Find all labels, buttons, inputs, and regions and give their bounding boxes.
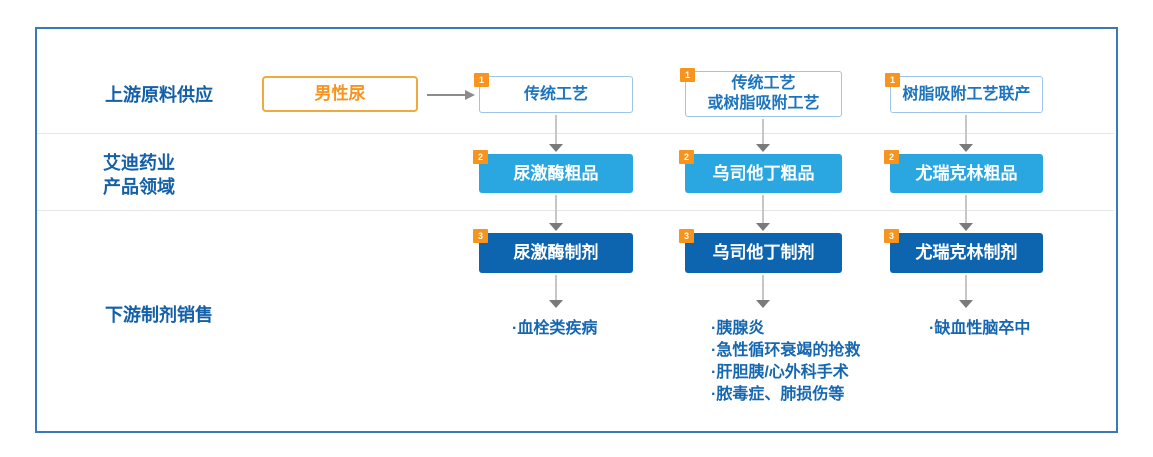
row-label-company-line2: 产品领域 bbox=[103, 177, 175, 197]
crude-label: 尤瑞克林粗品 bbox=[915, 163, 1018, 183]
arrow-down-icon bbox=[549, 275, 563, 308]
formulation-box-kallidinogenase: 3 尤瑞克林制剂 bbox=[884, 229, 1043, 273]
formulation-box-ulinastatin: 3 乌司他丁制剂 bbox=[679, 229, 842, 273]
step-badge-2: 2 bbox=[473, 150, 488, 164]
indication-list-kallidinogenase: ·缺血性脑卒中 bbox=[929, 318, 1030, 340]
row-label-downstream: 下游制剂销售 bbox=[105, 305, 213, 325]
row-label-company: 艾迪药业 产品领域 bbox=[103, 151, 175, 199]
indication-item: ·胰腺炎 bbox=[711, 320, 765, 337]
indication-item: ·肝胆胰/心外科手术 bbox=[711, 364, 849, 381]
step-badge-3: 3 bbox=[473, 229, 488, 243]
arrow-down-icon bbox=[549, 115, 563, 152]
step-badge-3: 3 bbox=[679, 229, 694, 243]
arrow-down-icon bbox=[756, 195, 770, 231]
crude-label: 乌司他丁粗品 bbox=[712, 163, 815, 183]
indication-list-urokinase: ·血栓类疾病 bbox=[512, 318, 597, 340]
step-badge-2: 2 bbox=[679, 150, 694, 164]
arrow-right-icon bbox=[427, 90, 475, 100]
arrow-down-icon bbox=[756, 119, 770, 152]
arrow-down-icon bbox=[756, 275, 770, 308]
indication-item: ·缺血性脑卒中 bbox=[929, 320, 1031, 337]
arrow-down-icon bbox=[959, 115, 973, 152]
row-label-company-line1: 艾迪药业 bbox=[103, 153, 175, 173]
process-box-ulinastatin: 1 传统工艺 或树脂吸附工艺 bbox=[680, 68, 842, 117]
arrow-down-icon bbox=[959, 195, 973, 231]
step-badge-2: 2 bbox=[884, 150, 899, 164]
diagram-border bbox=[35, 27, 1118, 433]
indication-item: ·血栓类疾病 bbox=[512, 320, 598, 337]
formulation-label: 乌司他丁制剂 bbox=[712, 243, 815, 262]
crude-box-kallidinogenase: 2 尤瑞克林粗品 bbox=[884, 150, 1043, 193]
process-label: 传统工艺 bbox=[523, 85, 588, 103]
indication-list-ulinastatin: ·胰腺炎 ·急性循环衰竭的抢救 ·肝胆胰/心外科手术 ·脓毒症、肺损伤等 bbox=[711, 318, 860, 406]
crude-box-urokinase: 2 尿激酶粗品 bbox=[473, 150, 633, 193]
formulation-box-urokinase: 3 尿激酶制剂 bbox=[473, 229, 633, 273]
process-label-line1: 传统工艺 bbox=[731, 75, 796, 92]
step-badge-1: 1 bbox=[885, 73, 900, 87]
source-box-label: 男性尿 bbox=[314, 84, 366, 103]
row-label-upstream: 上游原料供应 bbox=[105, 85, 213, 105]
process-box-urokinase: 1 传统工艺 bbox=[474, 73, 633, 113]
indication-item: ·脓毒症、肺损伤等 bbox=[711, 386, 845, 403]
row-separator-1 bbox=[37, 133, 1114, 134]
process-label: 树脂吸附工艺联产 bbox=[902, 85, 1031, 103]
arrow-down-icon bbox=[549, 195, 563, 231]
crude-label: 尿激酶粗品 bbox=[513, 163, 599, 183]
process-label-line2: 或树脂吸附工艺 bbox=[707, 95, 820, 112]
process-box-kallidinogenase: 1 树脂吸附工艺联产 bbox=[885, 73, 1043, 113]
arrow-down-icon bbox=[959, 275, 973, 308]
source-box-male-urine: 男性尿 bbox=[262, 76, 418, 112]
step-badge-3: 3 bbox=[884, 229, 899, 243]
row-separator-2 bbox=[37, 210, 1114, 211]
formulation-label: 尤瑞克林制剂 bbox=[915, 243, 1018, 262]
formulation-label: 尿激酶制剂 bbox=[513, 243, 599, 262]
step-badge-1: 1 bbox=[680, 68, 695, 82]
indication-item: ·急性循环衰竭的抢救 bbox=[711, 342, 861, 359]
step-badge-1: 1 bbox=[474, 73, 489, 87]
crude-box-ulinastatin: 2 乌司他丁粗品 bbox=[679, 150, 842, 193]
